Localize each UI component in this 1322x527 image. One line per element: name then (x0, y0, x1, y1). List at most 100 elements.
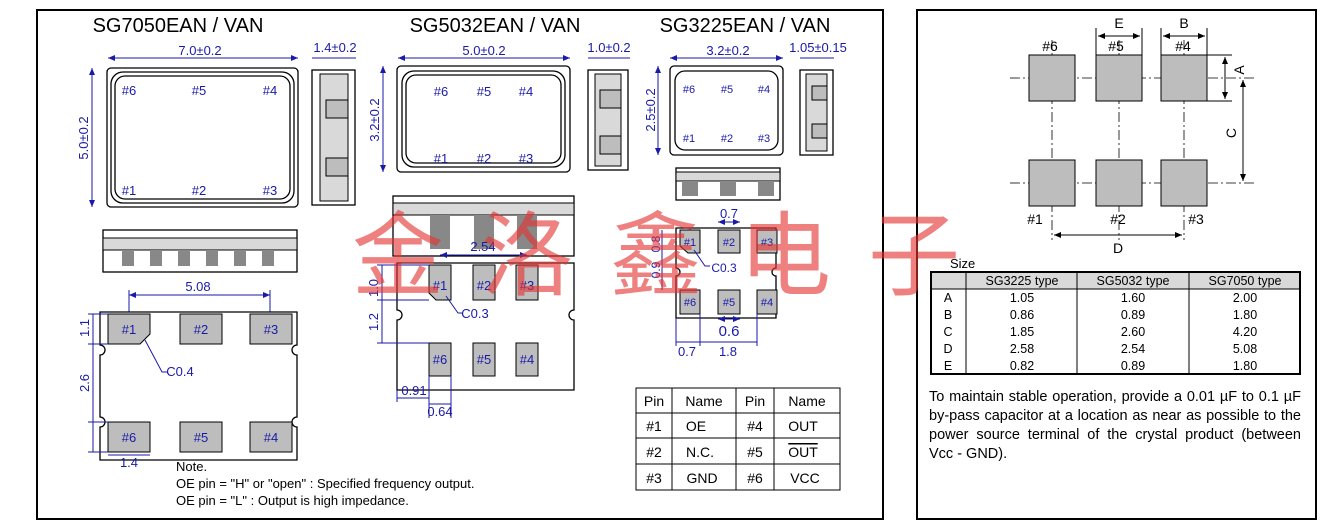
dim-label-b: B (1179, 15, 1188, 31)
pin-table-cell: #2 (646, 444, 662, 460)
size-table-row-label: E (944, 359, 952, 373)
size-table-cell: 1.60 (1121, 291, 1145, 305)
right-panel-border (916, 9, 1317, 520)
pin-label: #1 (122, 322, 136, 337)
sg7050-width-dim: 7.0±0.2 (178, 43, 221, 58)
pin-label: #4 (519, 84, 533, 99)
size-table-row-label: B (944, 308, 952, 322)
sg3225-width-dim: 3.2±0.2 (706, 43, 749, 58)
sg5032-width-dim: 5.0±0.2 (462, 43, 505, 58)
sg5032-height-dim: 3.2±0.2 (367, 98, 382, 141)
size-table-cell: 1.85 (1010, 325, 1034, 339)
size-table-cell: 1.80 (1233, 359, 1257, 373)
pad-label: #4 (1175, 38, 1191, 54)
pin-label: #5 (477, 352, 491, 367)
pad-label: #2 (1110, 211, 1126, 227)
sg3225-thickness-dim: 1.05±0.15 (789, 40, 847, 55)
sg5032-drawing: SG5032EAN / VAN 5.0±0.2 3.2±0.2 #6 #5 #4… (366, 15, 631, 419)
pin-table-cell: N.C. (686, 444, 714, 460)
sg5032-title: SG5032EAN / VAN (410, 15, 581, 37)
sg7050-height-dim: 5.0±0.2 (76, 116, 91, 159)
watermark: 金洛鑫电子 (352, 203, 960, 310)
sg3225-footprint (675, 227, 777, 319)
size-table-cell: 4.20 (1233, 325, 1257, 339)
note-line-1: OE pin = "H" or "open" : Specified frequ… (176, 476, 475, 491)
sg5032-pad-width-dim: 0.64 (427, 404, 452, 419)
dim-label-a: A (1231, 65, 1247, 75)
sg7050-pad-height-dim: 1.1 (77, 319, 92, 337)
sg3225-mid-pad-width-dim: 0.6 (719, 323, 740, 340)
pin-label: #1 (434, 151, 448, 166)
pin-label: #4 (758, 84, 770, 96)
sg3225-pad-gap-dim: 0.9 (649, 261, 663, 278)
sg3225-pad-top-width-dim: 0.7 (720, 206, 738, 221)
pin-label: #3 (519, 151, 533, 166)
sg3225-chamfer: C0.3 (711, 261, 737, 275)
pin-label: #4 (263, 83, 277, 98)
size-table-row-label: C (943, 325, 952, 339)
sg7050-pad-gap-dim: 2.6 (77, 374, 92, 392)
dim-label-c: C (1223, 128, 1239, 138)
pin-label: #6 (434, 84, 448, 99)
pin-table-cell: VCC (790, 470, 820, 486)
sg7050-pitch-dim: 5.08 (185, 279, 210, 294)
pad-label: #6 (1042, 38, 1058, 54)
pin-table: Pin Name Pin Name #1 OE #4 OUT #2 N.C. #… (635, 387, 841, 491)
pin-label: #5 (192, 83, 206, 98)
note-line-2: OE pin = "L" : Output is high impedance. (176, 493, 409, 508)
size-table-cell: 2.58 (1010, 342, 1034, 356)
sg7050-chamfer: C0.4 (166, 364, 193, 379)
size-table-cell: 5.08 (1233, 342, 1257, 356)
pin-label: #1 (683, 133, 695, 145)
size-table-cell: 0.89 (1121, 359, 1145, 373)
size-table-cell: 2.54 (1121, 342, 1145, 356)
pin-label: #5 (194, 430, 208, 445)
pad-label: #1 (1027, 211, 1043, 227)
size-table-row-label: D (943, 342, 952, 356)
sg3225-edge-dim: 0.7 (678, 344, 696, 359)
size-table-cell: 1.80 (1233, 308, 1257, 322)
pin-label: #6 (122, 430, 136, 445)
pin-table-cell: #3 (646, 470, 662, 486)
sg5032-chamfer: C0.3 (461, 306, 488, 321)
pin-label: #6 (683, 84, 695, 96)
pin-label: #2 (477, 278, 491, 293)
pin-label: #3 (264, 322, 278, 337)
pin-label: #6 (433, 352, 447, 367)
size-table-header: SG3225 type (986, 274, 1059, 288)
sg7050-title: SG7050EAN / VAN (93, 15, 264, 37)
size-table-row-label: A (944, 291, 953, 305)
pin-label: #3 (520, 278, 534, 293)
sg5032-pad-height-dim: 1.0 (366, 279, 381, 297)
size-table-header: SG7050 type (1209, 274, 1282, 288)
land-pattern-diagram: #6 #5 #4 #1 #2 #3 E B A C D (1010, 15, 1255, 256)
pin-label: #4 (761, 297, 773, 309)
pin-label: #2 (194, 322, 208, 337)
size-table-cell: 0.89 (1121, 308, 1145, 322)
pin-label: #6 (684, 297, 696, 309)
pin-label: #1 (122, 183, 136, 198)
pin-label: #6 (122, 83, 136, 98)
size-table-cell: 2.60 (1121, 325, 1145, 339)
size-table: Size SG3225 type SG5032 type SG7050 type… (930, 256, 1301, 375)
pin-table-cell-out-inverted: OUT (788, 444, 818, 460)
left-panel-border (36, 9, 884, 520)
sg5032-edge-dim: 0.91 (401, 383, 426, 398)
size-table-cell: 0.82 (1010, 359, 1034, 373)
pin-table-cell: OUT (788, 418, 818, 434)
sg3225-height-dim: 2.5±0.2 (643, 88, 658, 131)
pin-label: #3 (263, 183, 277, 198)
pin-label: #5 (723, 297, 735, 309)
pin-label: #4 (520, 352, 534, 367)
pin-label: #2 (192, 183, 206, 198)
dim-label-d: D (1113, 240, 1123, 256)
pin-label: #4 (264, 430, 278, 445)
pin-label: #1 (433, 278, 447, 293)
sg7050-drawing: SG7050EAN / VAN 7.0±0.2 5.0±0.2 #6 #5 #4… (76, 15, 357, 470)
pin-label: #1 (684, 237, 696, 249)
pin-label: #5 (477, 84, 491, 99)
sg5032-pad-gap-dim: 1.2 (366, 313, 381, 331)
pin-table-cell: #4 (747, 418, 763, 434)
size-table-cell: 1.05 (1010, 291, 1034, 305)
